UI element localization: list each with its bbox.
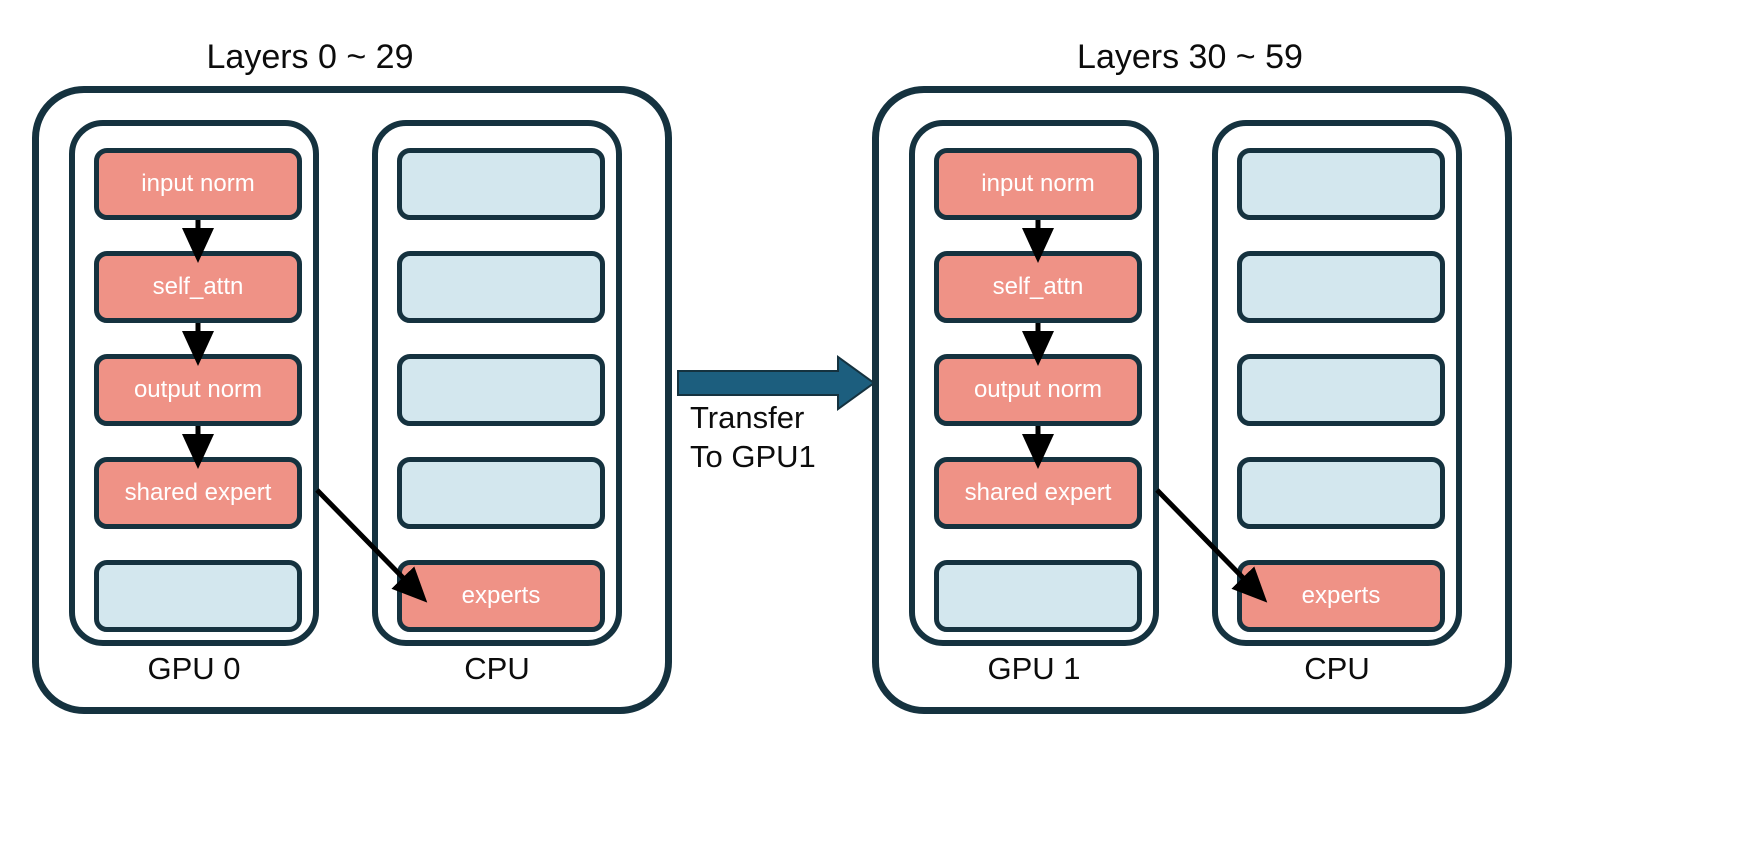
block-input-norm[interactable]: input norm [934,148,1142,220]
device-label-gpu: GPU 1 [987,651,1081,686]
transfer-label-line1: Transfer [690,400,805,435]
panel-title-left: Layers 0 ~ 29 [206,38,414,76]
cpu-slot[interactable]: experts [1237,560,1445,632]
block-empty-cpu[interactable] [1237,148,1445,220]
cpu-slot[interactable] [1237,354,1445,426]
block-empty-gpu[interactable] [934,560,1142,632]
block-empty-cpu[interactable] [397,457,605,529]
cpu-column-right: experts [1212,120,1462,646]
gpu-slot[interactable]: output norm [934,354,1142,426]
panel-title-right: Layers 30 ~ 59 [1077,38,1303,76]
block-empty-cpu[interactable] [397,148,605,220]
cpu-slot[interactable] [1237,457,1445,529]
block-self-attn[interactable]: self_attn [934,251,1142,323]
gpu-slot[interactable] [94,560,302,632]
cpu-slot[interactable] [397,354,605,426]
block-empty-gpu[interactable] [94,560,302,632]
block-input-norm[interactable]: input norm [94,148,302,220]
cpu-slot[interactable] [397,457,605,529]
gpu-slot[interactable]: self_attn [94,251,302,323]
device-label-cpu: CPU [1304,651,1370,686]
cpu-slot[interactable]: experts [397,560,605,632]
transfer-label-line2: To GPU1 [690,439,816,475]
block-output-norm[interactable]: output norm [94,354,302,426]
block-shared-expert[interactable]: shared expert [94,457,302,529]
panel-layers-0-29: input norm self_attn output norm shared … [32,86,672,714]
transfer-arrow-icon [677,355,876,411]
gpu-slot[interactable]: shared expert [94,457,302,529]
block-empty-cpu[interactable] [1237,251,1445,323]
device-label-gpu: GPU 0 [147,651,241,686]
gpu-slot[interactable]: input norm [94,148,302,220]
gpu-slot[interactable]: input norm [934,148,1142,220]
cpu-column-left: experts [372,120,622,646]
cpu-slot[interactable] [1237,251,1445,323]
block-experts[interactable]: experts [1237,560,1445,632]
block-empty-cpu[interactable] [397,354,605,426]
block-empty-cpu[interactable] [397,251,605,323]
block-shared-expert[interactable]: shared expert [934,457,1142,529]
gpu-column-0: input norm self_attn output norm shared … [69,120,319,646]
gpu-slot[interactable]: shared expert [934,457,1142,529]
block-self-attn[interactable]: self_attn [94,251,302,323]
cpu-slot[interactable] [1237,148,1445,220]
panel-layers-30-59: input norm self_attn output norm shared … [872,86,1512,714]
transfer-label: Transfer To GPU1 [690,398,890,476]
cpu-slot[interactable] [397,148,605,220]
gpu-slot[interactable]: output norm [94,354,302,426]
block-experts[interactable]: experts [397,560,605,632]
block-empty-cpu[interactable] [1237,354,1445,426]
block-output-norm[interactable]: output norm [934,354,1142,426]
cpu-slot[interactable] [397,251,605,323]
device-label-cpu: CPU [464,651,530,686]
gpu-column-1: input norm self_attn output norm shared … [909,120,1159,646]
gpu-slot[interactable] [934,560,1142,632]
gpu-slot[interactable]: self_attn [934,251,1142,323]
block-empty-cpu[interactable] [1237,457,1445,529]
